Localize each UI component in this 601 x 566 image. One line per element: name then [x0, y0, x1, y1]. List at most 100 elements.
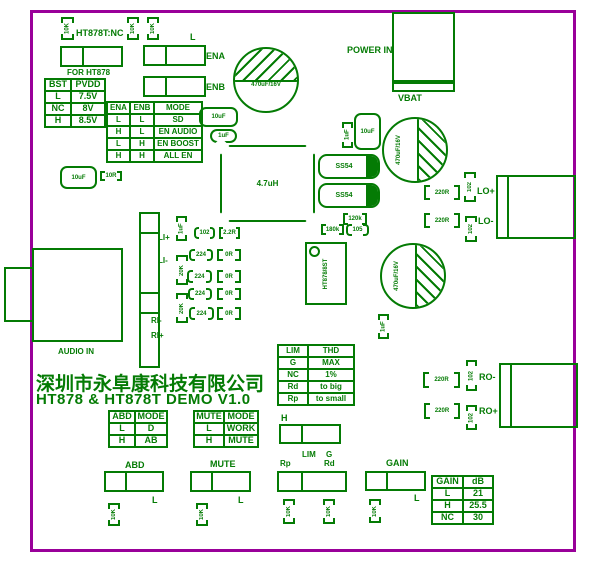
audio-in-jack-tab [4, 267, 34, 322]
power-connector [392, 12, 455, 82]
abd-label: ABD [125, 460, 145, 470]
cap-10uf: 10uF [354, 113, 381, 150]
table-cell: BST [44, 78, 72, 92]
enb-jumper [143, 76, 206, 97]
cap-102: 102 [466, 405, 477, 430]
resistor-20k: 20K [176, 293, 188, 323]
resistor-180k: 180k [321, 224, 344, 235]
lo-output-connector [496, 175, 576, 239]
ro-minus-label: RO- [479, 372, 496, 382]
cap-105: 105 [346, 224, 369, 236]
gain-label: GAIN [386, 458, 409, 468]
pad [61, 34, 74, 40]
for-ht878-label: FOR HT878 [67, 68, 111, 77]
resistor-220r: 220R [424, 213, 460, 228]
cap-102: 102 [465, 216, 477, 242]
cap-102: 102 [464, 172, 476, 202]
l-label: L [238, 495, 244, 505]
lo-plus-label: LO+ [477, 186, 495, 196]
cap-224: 224 [188, 288, 212, 300]
resistor-0r: 0R [217, 249, 241, 261]
cap-102: 102 [466, 360, 477, 391]
cap-470uf-bulk: 470uF/16V [233, 47, 299, 113]
polarity-hatch [416, 119, 446, 181]
cap-10uf: 10uF [60, 166, 97, 189]
resistor-0r: 0R [217, 307, 241, 320]
cap-224: 224 [189, 307, 214, 320]
ic-ht878: HT878/8ST [305, 242, 347, 305]
lim-label: LIM [302, 450, 316, 459]
pin1-marker [309, 246, 320, 257]
power-in-label: POWER IN [347, 45, 393, 55]
table-cell: ABD [108, 410, 136, 424]
pad [61, 17, 74, 23]
resistor-10k: 10K [127, 17, 139, 40]
resistor-10k: 10K [196, 503, 208, 526]
audio-in-jack [32, 248, 123, 342]
resistor-2r2: 2.2R [219, 227, 240, 239]
lo-minus-label: LO- [478, 216, 494, 226]
resistor-10k: 10K [61, 17, 74, 40]
ri-minus-label: RI- [151, 316, 162, 325]
jumper-pads [60, 46, 123, 67]
diode-ss54: SS54 [318, 154, 380, 179]
rp-label: Rp [280, 459, 291, 468]
cap-102: 102 [194, 227, 215, 239]
cap-224: 224 [189, 249, 213, 261]
thd-jumper [279, 424, 341, 444]
abd-jumper [104, 471, 164, 492]
resistor-10k: 10K [323, 499, 335, 524]
li-plus-label: LI+ [158, 233, 170, 242]
resistor-20k: 20K [176, 255, 188, 285]
ro-plus-label: RO+ [479, 406, 498, 416]
cap-470uf-bulk: 470uF/16V [380, 243, 446, 309]
vbat-label: VBAT [398, 93, 422, 103]
ro-output-connector [499, 363, 578, 428]
rd-label: Rd [324, 459, 335, 468]
resistor-220r: 220R [424, 185, 460, 200]
l-label: L [152, 495, 158, 505]
board-title: HT878 & HT878T DEMO V1.0 [36, 391, 251, 408]
power-connector-base [392, 82, 455, 92]
audio-in-label: AUDIO IN [58, 347, 94, 356]
input-header-strip [139, 212, 160, 368]
ena-jumper [143, 45, 206, 66]
table-cell: GAIN [431, 475, 464, 489]
h-label: H [281, 413, 288, 423]
enb-label: ENB [206, 82, 226, 92]
resistor-10k: 10K [369, 499, 381, 523]
resistor-10k: 10K [147, 17, 159, 40]
table-cell: LIM [277, 344, 309, 358]
ri-plus-label: RI+ [151, 331, 164, 340]
company-name: 深圳市永阜康科技有限公司 [36, 374, 265, 395]
cap-1uf: 1uF [378, 314, 389, 339]
cap-470uf-bulk: 470uF/16V [382, 117, 448, 183]
board-outline [30, 10, 576, 552]
lim-gain-jumper [277, 471, 347, 492]
polarity-hatch [235, 49, 297, 82]
l-label: L [414, 493, 420, 503]
resistor-220r: 220R [424, 403, 460, 419]
resistor-10k: 10K [108, 503, 120, 526]
cap-1uf: 1uF [176, 216, 187, 241]
diode-ss54: SS54 [318, 183, 380, 208]
g-label: G [326, 450, 333, 459]
gain-jumper [365, 471, 426, 491]
ht878t-nc-label: HT878T:NC [76, 28, 124, 38]
mute-jumper [190, 471, 251, 492]
l-label: L [190, 32, 196, 42]
cathode-band [366, 156, 378, 177]
li-minus-label: LI- [158, 256, 168, 265]
resistor-10r: 10R [100, 171, 122, 181]
table-cell: ENA [106, 101, 131, 115]
resistor-10k: 10K [283, 499, 295, 524]
table-cell: MUTE [193, 410, 225, 424]
ena-label: ENA [206, 51, 226, 61]
cap-10uf: 10uF [199, 107, 238, 127]
